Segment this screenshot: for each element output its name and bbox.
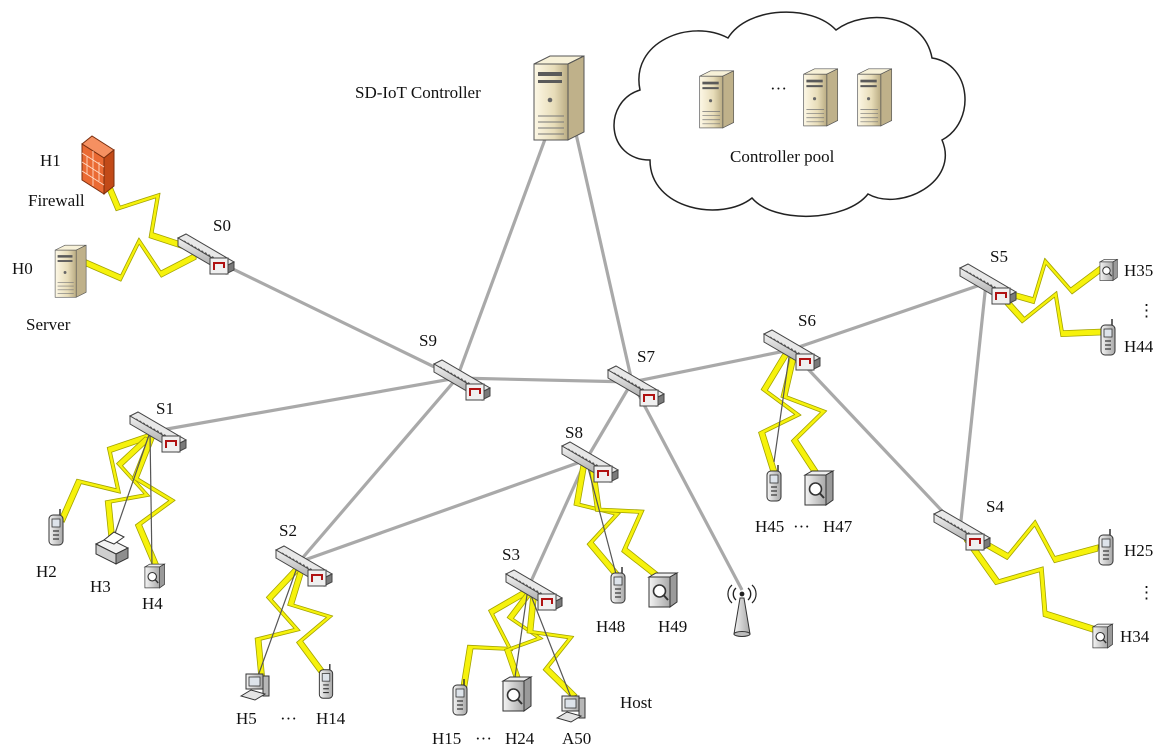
pool-ellipsis: ··· [770,79,787,98]
s5-hosts-ellipsis: ⋮ [1138,301,1155,320]
h48-label: H48 [596,617,625,636]
switch-s5-label: S5 [990,247,1008,266]
link-s9-s1 [149,376,458,434]
host-role-label: Host [620,693,652,712]
switch-s2-label: S2 [279,521,297,540]
switch-s7-icon [607,365,665,407]
switch-s8-label: S8 [565,423,583,442]
h14-label: H14 [316,709,346,728]
wireless-link-s4-h25 [967,519,1099,564]
controller-pool-label: Controller pool [730,147,835,166]
link-s6-s4 [788,348,962,532]
wireless-link-s6-h47 [780,352,828,478]
h0-label: H0 [12,259,33,278]
link-s8-s2 [298,458,587,564]
h15-h24-ellipsis: ··· [475,729,492,748]
switch-s0-icon [177,233,235,275]
link-s7-s8 [584,381,634,461]
switch-s0-label: S0 [213,216,231,235]
h4-label: H4 [142,594,163,613]
h34-label: H34 [1120,627,1150,646]
pool-server-3-icon [857,68,893,127]
h47-camera-icon [804,470,834,506]
switch-s3-label: S3 [502,545,520,564]
s4-hosts-ellipsis: ⋮ [1138,583,1155,602]
h25-phone-icon [1098,528,1114,566]
link-s0-s9 [197,250,458,380]
h25-label: H25 [1124,541,1153,560]
h45-h47-ellipsis: ··· [793,517,810,536]
backbone-links [149,84,988,591]
h34-device-icon [1092,623,1114,649]
controller-label: SD-IoT Controller [355,83,481,102]
h47-label: H47 [823,517,853,536]
h5-pc-icon [240,673,270,701]
h44-label: H44 [1124,337,1154,356]
h15-label: H15 [432,729,461,748]
switch-s1-label: S1 [156,399,174,418]
sd-iot-controller-icon [533,55,585,141]
wireless-link-s6-h45 [758,353,802,473]
wireless-link-s1-h4 [131,435,176,567]
pool-server-1-icon [699,70,735,129]
a50-label: A50 [562,729,591,748]
h35-label: H35 [1124,261,1153,280]
antenna-icon [727,584,757,637]
switch-s9-label: S9 [419,331,437,350]
h35-device-icon [1099,258,1118,282]
h44-phone-icon [1100,318,1116,356]
h2-label: H2 [36,562,57,581]
link-s9-s2 [297,376,459,564]
a50-host-pc-icon [556,695,586,723]
firewall-label: Firewall [28,191,85,210]
wireless-link-s3-a50 [526,590,578,698]
switch-s6-label: S6 [798,311,816,330]
h4-device-icon [144,563,166,589]
h5-h14-ellipsis: ··· [280,709,297,728]
wireless-link-s1-h2 [59,433,153,523]
pool-server-2-icon [803,68,839,127]
host-drops [109,349,791,701]
link-s7-antenna [630,381,744,591]
h49-camera-icon [648,572,678,608]
link-s8-s3 [526,459,588,589]
h3-label: H3 [90,577,111,596]
switch-s4-label: S4 [986,497,1004,516]
switch-s5-icon [959,263,1017,305]
link-s7-s6 [631,348,791,384]
h5-label: H5 [236,709,257,728]
link-s6-s5 [789,281,987,352]
firewall-icon [81,135,115,196]
h45-label: H45 [755,517,784,536]
link-s9-s7 [456,376,633,384]
server-label: Server [26,315,71,334]
server-icon [54,244,87,298]
h24-camera-icon [502,676,532,712]
switch-s7-label: S7 [637,347,655,366]
h24-label: H24 [505,729,535,748]
h49-label: H49 [658,617,687,636]
h1-label: H1 [40,151,61,170]
link-s5-s4 [958,282,988,531]
h3-printer-icon [95,531,129,565]
controller-pool-cloud: ··· Controller pool [613,11,966,217]
